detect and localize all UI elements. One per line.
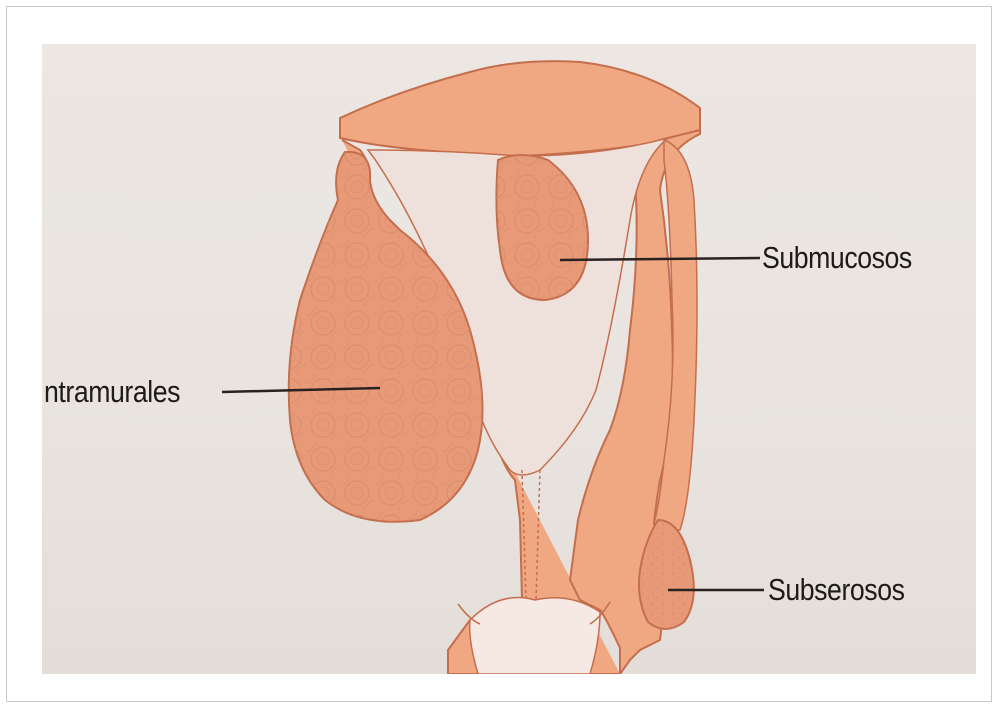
label-subserosos: Subserosos (768, 572, 904, 608)
uterine-fundus (340, 61, 700, 156)
label-intramurales: ntramurales (44, 374, 180, 410)
cervix (470, 598, 600, 675)
label-submucosos: Submucosos (762, 240, 912, 276)
